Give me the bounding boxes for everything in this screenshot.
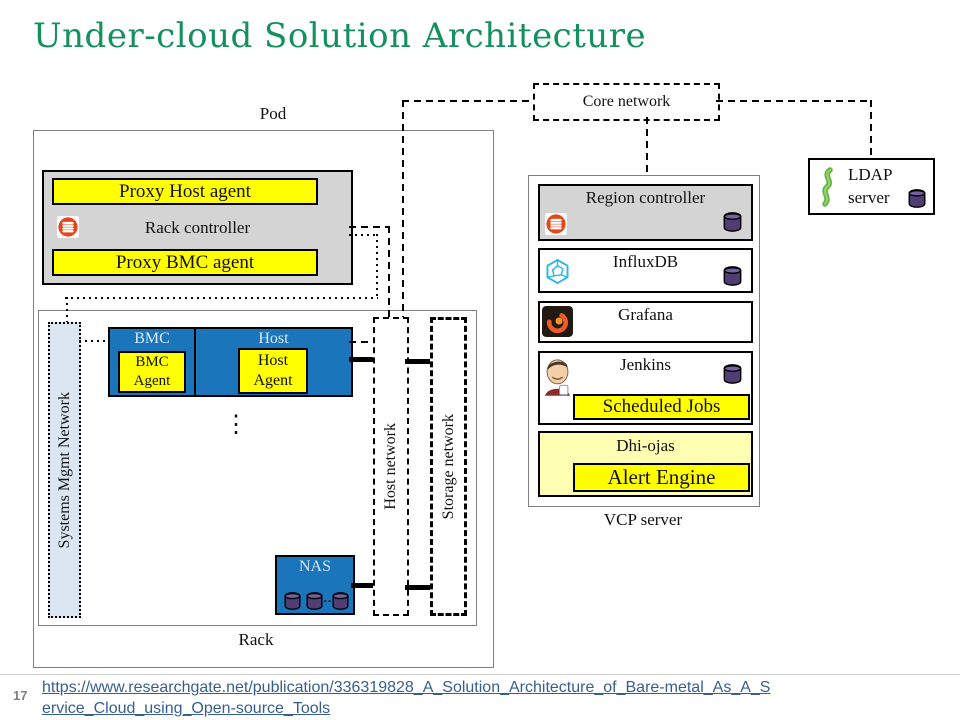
influxdb-box: InfluxDB	[538, 248, 753, 293]
vcp-server-box: Region controller InfluxDB	[528, 175, 760, 507]
source-link-line1[interactable]: https://www.researchgate.net/publication…	[42, 679, 771, 696]
database-icon	[908, 189, 926, 208]
bmc-agent-box: BMC Agent	[118, 351, 186, 393]
bmc-agent-label: BMC Agent	[133, 354, 171, 389]
page-number: 17	[13, 688, 28, 703]
core-to-ldap-connector-v	[870, 100, 872, 158]
mgmt-to-bmc-dotted-h	[79, 340, 108, 342]
host-network-label: Host network	[382, 423, 399, 510]
nas-to-hostnetwork-bus	[351, 583, 373, 588]
core-to-pod-connector-h	[402, 100, 533, 102]
host-to-hostnetwork-dashed-stub	[349, 341, 373, 343]
rack-controller-label: Rack controller	[144, 218, 251, 237]
storage-network-label: Storage network	[439, 413, 457, 520]
influxdb-label: InfluxDB	[612, 252, 679, 271]
proxy-bmc-agent-box: Proxy BMC agent	[52, 249, 318, 276]
database-icon	[723, 266, 742, 286]
host-to-hostnetwork-bus	[349, 357, 373, 362]
jenkins-box: Jenkins Scheduled Jobs	[538, 351, 753, 425]
bmc-label: BMC	[134, 330, 170, 347]
database-icon	[284, 592, 301, 610]
database-icon	[306, 592, 323, 610]
systems-mgmt-network-label: Systems Mgmt Network	[55, 391, 73, 549]
ldap-server-box: LDAP server	[808, 158, 935, 215]
host-agent-label: Host Agent	[253, 352, 293, 389]
proxy-host-agent-label: Proxy Host agent	[119, 180, 251, 202]
ldap-label-line1: LDAP	[848, 165, 893, 184]
alert-engine-box: Alert Engine	[573, 463, 750, 492]
jenkins-label: Jenkins	[620, 355, 671, 374]
proxy-host-agent-box: Proxy Host agent	[52, 178, 318, 205]
node-divider	[194, 329, 196, 395]
ldap-label-line2: server	[848, 188, 890, 207]
maas-icon	[57, 216, 79, 238]
nas-label: NAS	[298, 558, 331, 575]
core-to-hostnetwork-connector-v	[402, 100, 404, 317]
page-title: Under-cloud Solution Architecture	[33, 16, 647, 56]
source-link[interactable]: https://www.researchgate.net/publication…	[42, 677, 932, 719]
scheduled-jobs-label: Scheduled Jobs	[602, 396, 721, 417]
hostnetwork-to-storagenetwork-bus-bottom	[405, 585, 430, 590]
dhi-ojas-label: Dhi-ojas	[616, 436, 675, 455]
rackctrl-to-hostnetwork-v	[388, 226, 390, 317]
scheduled-jobs-box: Scheduled Jobs	[573, 394, 750, 420]
mgmt-dotted-left-v	[66, 297, 68, 322]
host-network-box: Host network	[373, 317, 409, 616]
dhi-ojas-box: Dhi-ojas Alert Engine	[538, 431, 753, 497]
nas-box: NAS ··	[275, 555, 355, 615]
core-network-box: Core network	[533, 83, 720, 121]
database-icon	[723, 212, 742, 232]
server-node-box: BMC BMC Agent Host Host Agent	[108, 327, 353, 397]
core-to-ldap-connector-h	[716, 100, 872, 102]
maas-icon	[545, 213, 567, 235]
host-label: Host	[258, 330, 289, 347]
mgmt-dotted-long-h	[65, 297, 378, 299]
influxdb-icon	[546, 258, 569, 285]
nas-dots: ··	[323, 593, 332, 608]
grafana-icon	[542, 306, 573, 337]
systems-mgmt-network-box: Systems Mgmt Network	[48, 322, 81, 618]
jenkins-icon	[544, 356, 571, 396]
rackctrl-to-hostnetwork-h	[349, 226, 390, 228]
openldap-icon	[822, 167, 833, 207]
core-network-label: Core network	[582, 93, 671, 110]
database-icon	[723, 364, 742, 384]
alert-engine-label: Alert Engine	[607, 465, 716, 489]
rack-controller-box: Proxy Host agent Rack controller Proxy B…	[42, 170, 353, 285]
rack-label: Rack	[238, 630, 274, 649]
region-controller-label: Region controller	[585, 188, 706, 207]
vcp-server-label: VCP server	[603, 510, 683, 529]
footer-divider	[0, 674, 960, 675]
proxy-bmc-agent-label: Proxy BMC agent	[115, 251, 255, 273]
more-nodes-ellipsis: ⋮	[224, 412, 248, 438]
core-to-vcp-connector	[646, 117, 648, 175]
host-agent-box: Host Agent	[238, 348, 308, 394]
grafana-box: Grafana	[538, 301, 753, 343]
mgmt-dotted-right-v	[376, 234, 378, 298]
grafana-label: Grafana	[618, 305, 673, 324]
database-icon	[332, 592, 349, 610]
pod-label: Pod	[259, 104, 287, 123]
region-controller-box: Region controller	[538, 184, 753, 241]
mgmt-dotted-top-h	[349, 234, 378, 236]
storage-network-box: Storage network	[430, 317, 467, 616]
hostnetwork-to-storagenetwork-bus	[405, 359, 430, 364]
source-link-line2[interactable]: ervice_Cloud_using_Open-source_Tools	[42, 700, 331, 717]
